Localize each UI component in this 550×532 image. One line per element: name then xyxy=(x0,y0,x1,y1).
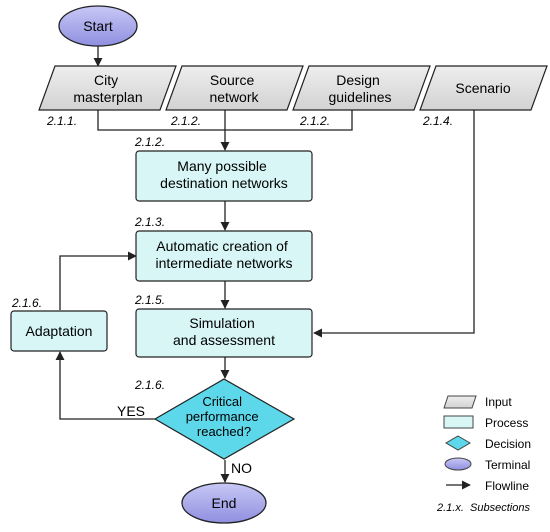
decision-label: Critical performance reached? xyxy=(186,394,263,439)
edge-label-no: NO xyxy=(231,460,252,476)
input-source-network: Source network xyxy=(165,65,304,111)
process-simulation-label: Simulation and assessment xyxy=(173,315,275,348)
process-intermediate-networks: Automatic creation of intermediate netwo… xyxy=(135,230,313,282)
legend-terminal-symbol xyxy=(444,457,472,471)
input-city-masterplan: City masterplan xyxy=(38,65,177,111)
input-design-guidelines: Design guidelines xyxy=(292,65,431,111)
subsection-adaptation: 2.1.6. xyxy=(11,296,42,310)
legend: Input Process Decision Terminal Flowline… xyxy=(436,395,531,514)
legend-decision-label: Decision xyxy=(485,437,531,451)
process-intermediate-label: Automatic creation of intermediate netwo… xyxy=(156,238,293,271)
input-city-label: City masterplan xyxy=(73,72,142,105)
subsection-intermediate: 2.1.3. xyxy=(134,215,165,229)
subsection-city: 2.1.1. xyxy=(46,114,77,128)
process-adaptation-label: Adaptation xyxy=(26,323,93,339)
legend-input-label: Input xyxy=(485,395,512,409)
legend-process-symbol xyxy=(443,415,474,429)
subsection-simulation: 2.1.5. xyxy=(134,293,165,307)
edge-label-yes: YES xyxy=(117,403,145,419)
input-source-label: Source network xyxy=(209,72,259,105)
subsection-decision: 2.1.6. xyxy=(134,378,165,392)
input-scenario-label: Scenario xyxy=(455,80,510,96)
input-scenario: Scenario xyxy=(419,65,548,111)
start-terminal xyxy=(58,5,138,47)
process-simulation-assessment: Simulation and assessment xyxy=(135,308,313,358)
subsection-destinations: 2.1.2. xyxy=(134,135,165,149)
process-destination-networks: Many possible destination networks xyxy=(135,150,313,202)
legend-flowline-label: Flowline xyxy=(485,479,529,493)
legend-subsections-label: 2.1.x. Subsections xyxy=(436,502,530,514)
subsection-scenario: 2.1.4. xyxy=(422,114,453,128)
legend-process-label: Process xyxy=(485,416,528,430)
flowline-adaptation-to-intermediate xyxy=(59,251,137,310)
subsection-source: 2.1.2. xyxy=(170,114,201,128)
legend-terminal-label: Terminal xyxy=(485,458,530,472)
end-label: End xyxy=(212,495,237,511)
end-terminal xyxy=(181,482,267,524)
input-design-label: Design guidelines xyxy=(328,72,391,105)
flowline-decision-yes-to-adaptation xyxy=(55,351,155,420)
process-destinations-label: Many possible destination networks xyxy=(160,158,288,191)
process-adaptation: Adaptation xyxy=(10,310,108,352)
start-label: Start xyxy=(83,18,113,34)
legend-input-symbol xyxy=(443,395,477,409)
subsection-design: 2.1.2. xyxy=(299,114,330,128)
subsection-labels: 2.1.1. 2.1.2. 2.1.2. 2.1.4. 2.1.2. 2.1.3… xyxy=(11,114,453,392)
legend-decision-symbol xyxy=(445,435,471,451)
flowline-scenario-to-simulation xyxy=(313,110,475,338)
flowlines xyxy=(55,46,475,483)
decision-critical-performance: Critical performance reached? xyxy=(153,378,296,460)
